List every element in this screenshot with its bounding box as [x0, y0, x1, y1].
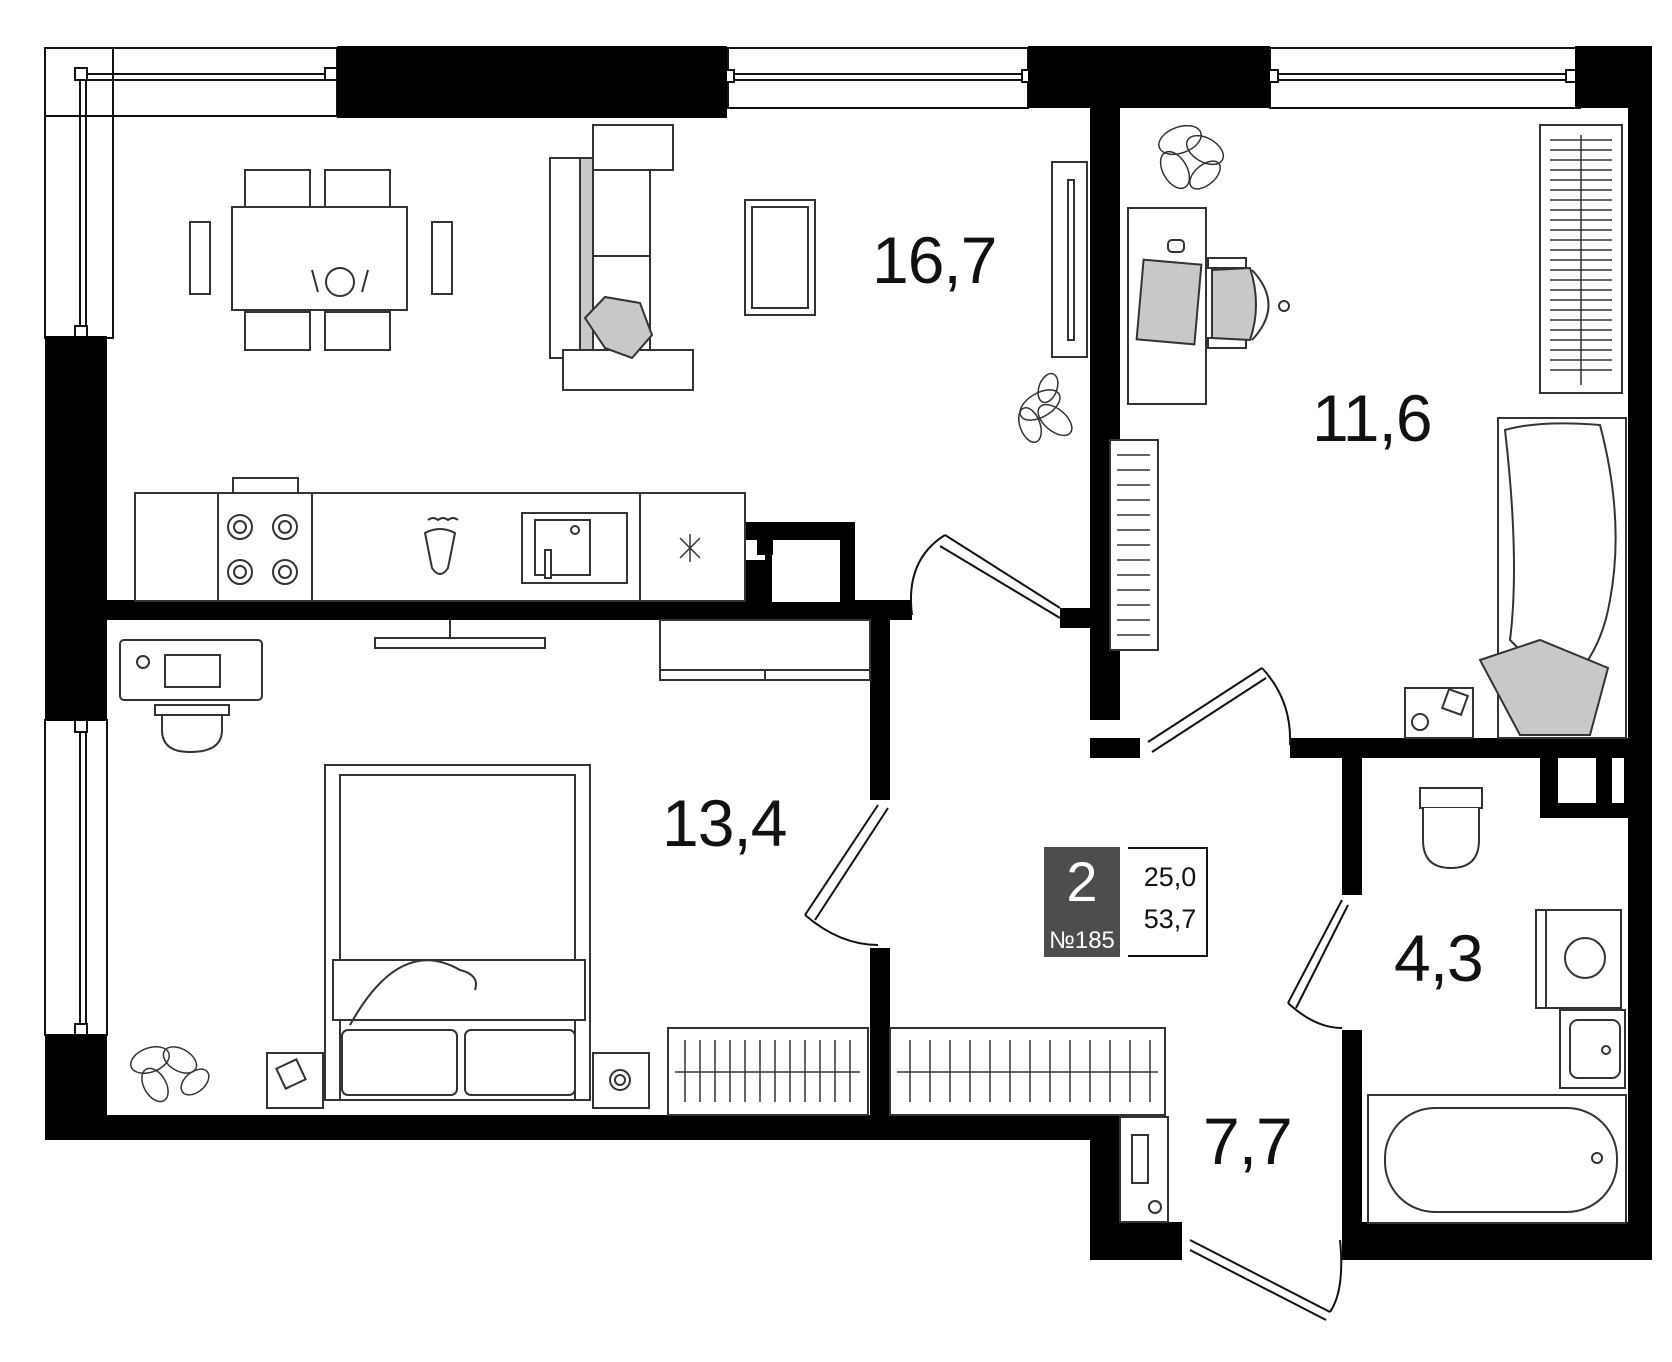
room-area-hallway: 7,7	[1203, 1104, 1293, 1178]
single-bed	[1478, 417, 1627, 739]
double-bed	[324, 764, 591, 1101]
shoe-rack	[1119, 1116, 1169, 1223]
wall-notches	[745, 540, 1624, 803]
office-chair	[1207, 257, 1290, 349]
room-area-bedroom-main: 13,4	[662, 786, 787, 860]
desk	[1127, 207, 1207, 405]
plant-icon	[130, 1046, 210, 1103]
bedside-table-right	[592, 1052, 650, 1109]
wardrobe-lines	[1117, 454, 1150, 636]
sofa	[549, 124, 694, 391]
plant-icon	[1158, 124, 1225, 190]
tv-stand	[1051, 161, 1088, 358]
bathtub-icon	[1367, 1094, 1627, 1224]
bathroom-sink	[1559, 1009, 1626, 1089]
closet-rails	[675, 1040, 1158, 1102]
bookshelf-lines	[1550, 135, 1612, 385]
total-area-value: 53,7	[1143, 904, 1197, 934]
fridge-icon	[679, 534, 701, 562]
room-area-bathroom: 4,3	[1394, 921, 1484, 995]
wall-shelf	[374, 620, 546, 649]
washing-machine-icon	[1535, 909, 1622, 1009]
stove-icon	[227, 514, 298, 585]
sink-icon	[521, 512, 628, 584]
kitchen-notch	[757, 535, 773, 555]
plant-icon	[1018, 372, 1073, 444]
living-area-value: 25,0	[1143, 862, 1197, 892]
toilet-icon	[1419, 787, 1483, 870]
area-summary-box	[1128, 847, 1208, 957]
apartment-number: №185	[1044, 927, 1120, 957]
room-area-living: 16,7	[872, 223, 997, 297]
rooms-count-badge: 2	[1044, 847, 1120, 927]
room-area-bedroom-small: 11,6	[1312, 381, 1433, 455]
work-desk	[119, 639, 263, 754]
doors	[804, 534, 1349, 1321]
coffee-table	[744, 199, 816, 316]
bedside-table-left	[266, 1052, 324, 1109]
dining-set	[189, 169, 453, 351]
hood-icon	[423, 517, 459, 575]
dresser	[659, 619, 871, 681]
nightstand	[1404, 687, 1474, 739]
